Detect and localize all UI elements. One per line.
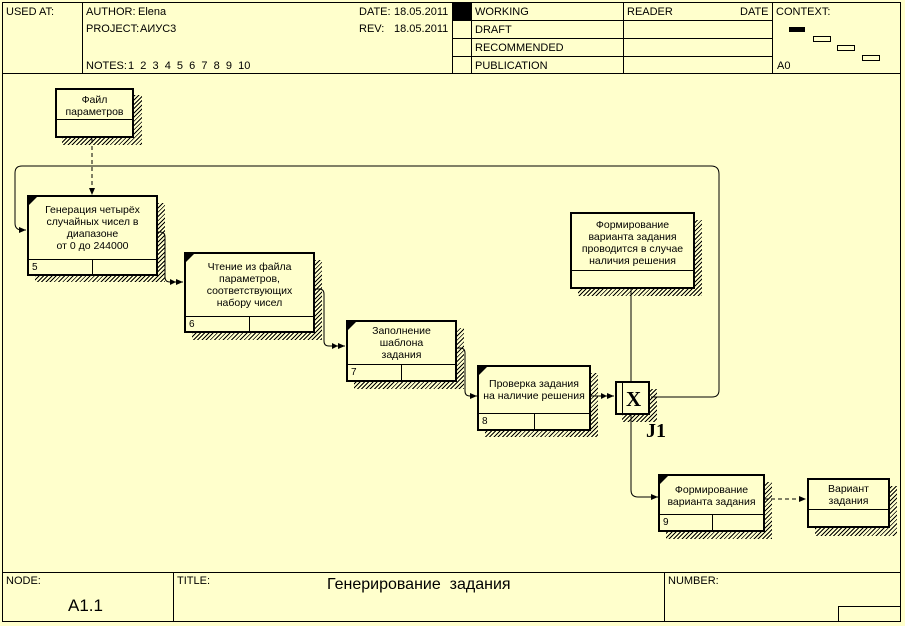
activity-box-7[interactable]: Заполнение шаблона задания 7 xyxy=(346,320,457,382)
page-title: Генерирование задания xyxy=(327,576,511,593)
status-recommended: RECOMMENDED xyxy=(475,42,564,54)
used-at-label: USED AT: xyxy=(6,6,55,18)
box9-separator xyxy=(712,514,713,530)
activity-box-5[interactable]: Генерация четырёх случайных чисел в диап… xyxy=(27,195,158,276)
box7-corner xyxy=(348,322,356,330)
box9-label: Формирование варианта задания xyxy=(667,484,756,508)
box9-divider xyxy=(660,514,763,515)
top-note-label: Формирование варианта задания проводится… xyxy=(581,219,684,267)
date-label: DATE: xyxy=(359,6,391,18)
box5-corner xyxy=(29,197,37,205)
box6-number: 6 xyxy=(189,319,195,330)
author-value: Elena xyxy=(138,6,167,18)
arrow-loopback xyxy=(14,165,720,398)
notes-value: 1 2 3 4 5 6 7 8 9 10 xyxy=(128,60,251,72)
box8-separator xyxy=(534,413,535,429)
box5-label: Генерация четырёх случайных чисел в диап… xyxy=(45,204,140,252)
status-draft: DRAFT xyxy=(475,24,512,36)
reader-label: READER xyxy=(627,6,673,18)
box7-number: 7 xyxy=(351,367,357,378)
project-value: АИУС3 xyxy=(140,23,177,35)
output-label: Вариант задания xyxy=(828,483,869,507)
box8-corner xyxy=(479,367,487,375)
box5-number: 5 xyxy=(32,262,38,273)
box7-separator xyxy=(401,364,402,380)
junction-inner-line xyxy=(622,383,623,413)
context-thumb-4 xyxy=(862,55,880,61)
notes-label: NOTES: xyxy=(86,60,127,72)
node-value: A1.1 xyxy=(68,596,103,615)
output-box[interactable]: Вариант задания xyxy=(807,478,890,528)
box6-corner xyxy=(186,254,194,262)
junction-j1[interactable]: X xyxy=(615,381,650,415)
params-divider xyxy=(57,119,132,120)
box6-separator xyxy=(249,316,250,331)
working-status-marker xyxy=(453,3,471,20)
box9-corner xyxy=(660,476,668,484)
status-working: WORKING xyxy=(475,6,529,18)
footer-small-box xyxy=(838,606,901,622)
title-label: TITLE: xyxy=(177,575,211,587)
arrow-junction-to-box9 xyxy=(630,414,658,500)
params-file-box[interactable]: Файл параметров xyxy=(55,88,134,138)
output-divider xyxy=(809,509,888,510)
context-node: A0 xyxy=(777,60,791,72)
activity-box-6[interactable]: Чтение из файла параметров, соответствую… xyxy=(184,252,315,333)
activity-box-8[interactable]: Проверка задания на наличие решения 8 xyxy=(477,365,591,431)
reader-date-label: DATE xyxy=(740,6,769,18)
context-thumb-3 xyxy=(837,45,855,51)
params-file-label: Файл параметров xyxy=(65,94,124,118)
box8-number: 8 xyxy=(482,416,488,427)
node-label: NODE: xyxy=(6,575,41,587)
context-thumb-2 xyxy=(813,36,831,42)
status-publication: PUBLICATION xyxy=(475,60,548,72)
project-label: PROJECT: xyxy=(86,23,140,35)
activity-box-9[interactable]: Формирование варианта задания 9 xyxy=(658,474,765,532)
rev-value: 18.05.2011 xyxy=(394,23,449,35)
box5-separator xyxy=(92,259,93,274)
rev-label: REV: xyxy=(359,23,385,35)
box7-label: Заполнение шаблона задания xyxy=(372,325,431,361)
junction-symbol: X xyxy=(626,387,642,411)
box8-label: Проверка задания на наличие решения xyxy=(483,378,585,402)
box9-number: 9 xyxy=(663,517,669,528)
author-label: AUTHOR: xyxy=(86,6,136,18)
date-value: 18.05.2011 xyxy=(394,6,449,18)
top-note-box[interactable]: Формирование варианта задания проводится… xyxy=(570,212,695,289)
junction-label: J1 xyxy=(646,420,666,442)
context-label: CONTEXT: xyxy=(776,6,831,18)
context-thumb-1 xyxy=(789,27,805,32)
box6-label: Чтение из файла параметров, соответствую… xyxy=(206,261,293,309)
number-label: NUMBER: xyxy=(668,575,719,587)
top-note-divider xyxy=(572,270,693,271)
